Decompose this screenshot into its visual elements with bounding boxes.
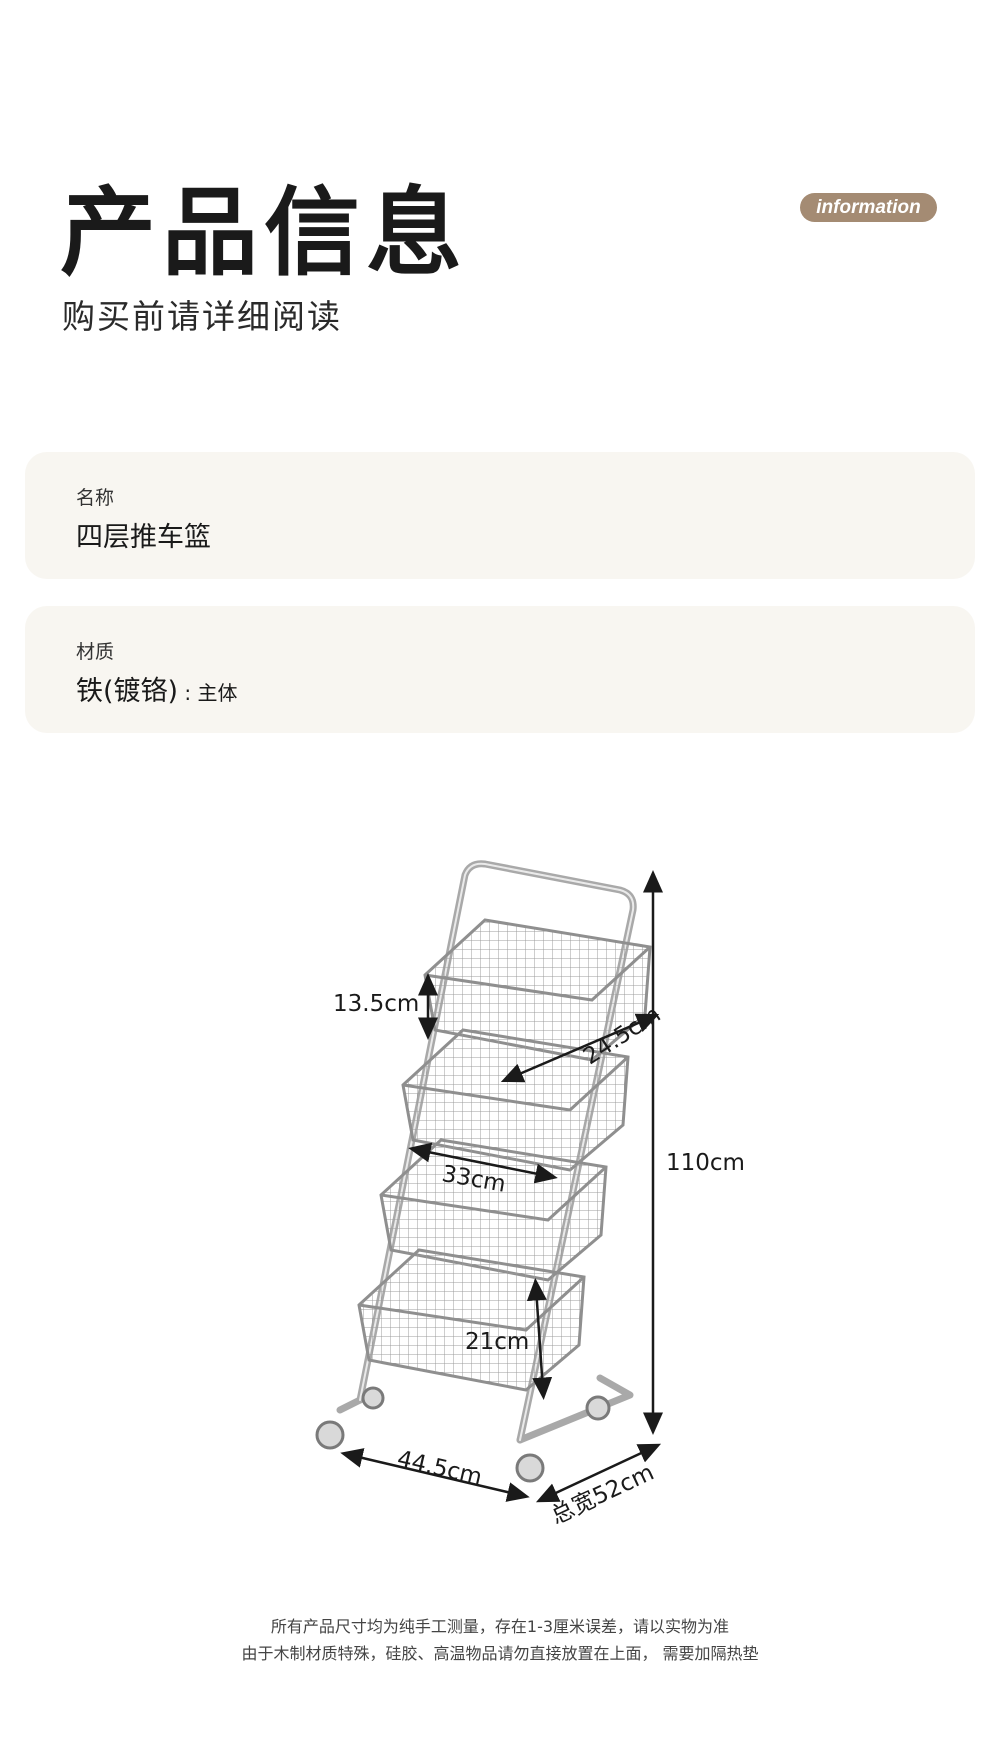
note-line-2: 由于木制材质特殊，硅胶、高温物品请勿直接放置在上面， 需要加隔热垫 — [241, 1644, 759, 1663]
note-line-1: 所有产品尺寸均为纯手工测量，存在1-3厘米误差，请以实物为准 — [270, 1617, 730, 1636]
dimension-arrows — [340, 870, 663, 1503]
spec-value-suffix: : 主体 — [178, 681, 238, 705]
spec-value-text: 四层推车篮 — [76, 522, 211, 553]
spec-card-name: 名称 四层推车篮 — [25, 452, 975, 579]
page-title: 产品信息 — [60, 177, 468, 289]
cart-illustration — [315, 860, 663, 1503]
spec-value: 四层推车篮 — [76, 515, 211, 554]
spec-label: 材质 — [76, 641, 115, 663]
dim-layer-gap: 21cm — [465, 1329, 530, 1355]
spec-value: 铁(镀铬) : 主体 — [76, 669, 238, 708]
spec-card-material: 材质 铁(镀铬) : 主体 — [25, 606, 975, 733]
information-badge: information — [800, 193, 937, 222]
dim-basket-height: 13.5cm — [333, 991, 420, 1017]
basket-tier-4 — [357, 1248, 586, 1392]
page-subtitle: 购买前请详细阅读 — [62, 297, 342, 336]
spec-label: 名称 — [76, 487, 115, 509]
dim-total-height: 110cm — [666, 1150, 745, 1176]
spec-value-text: 铁(镀铬) — [76, 676, 179, 707]
